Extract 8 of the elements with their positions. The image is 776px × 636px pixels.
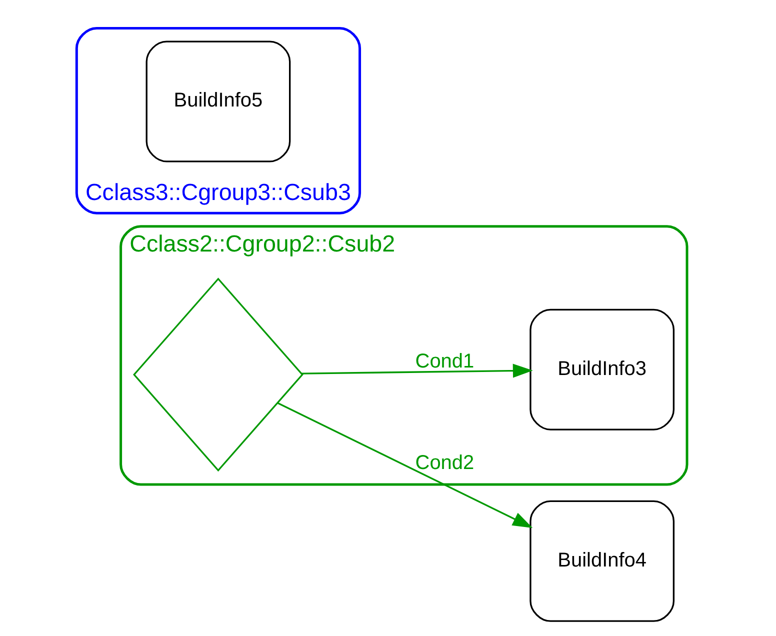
arrow [276,402,532,528]
node-box: BuildInfo5 [145,40,290,162]
edge-label: Cond2 [414,452,474,474]
edge-label: Cond1 [414,350,474,372]
node-box: BuildInfo3 [529,308,674,430]
node-box: BuildInfo4 [529,500,674,622]
node-diamond [132,278,303,472]
arrow [301,364,532,378]
